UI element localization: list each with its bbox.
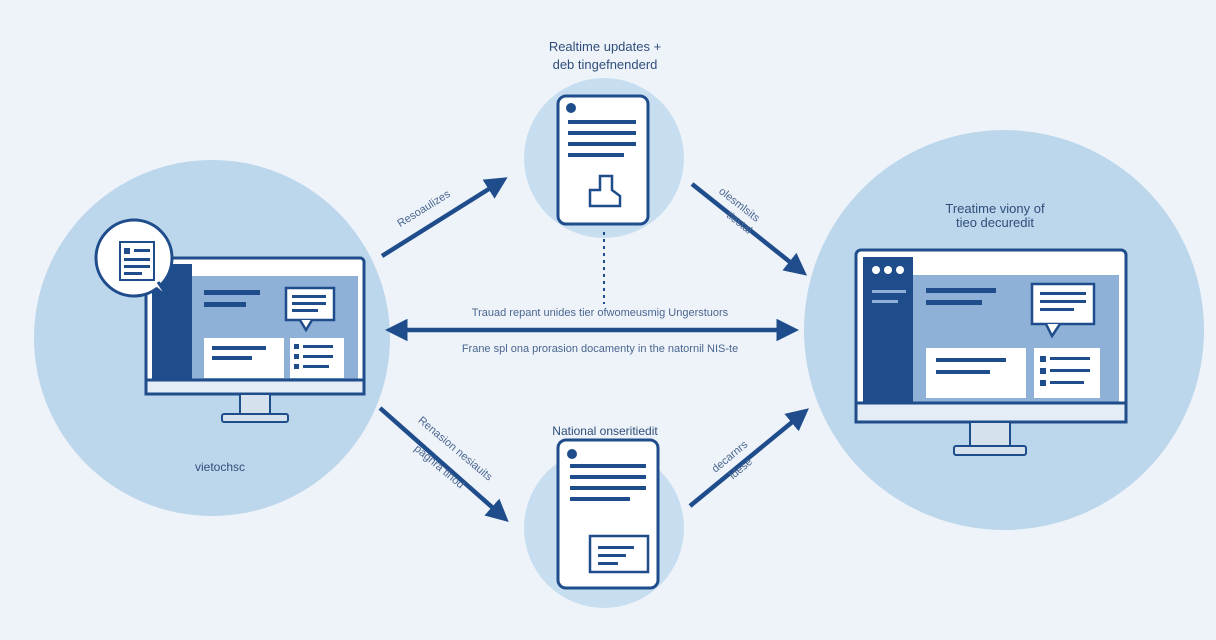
right-title-line2: tieo decuredit: [955, 215, 1035, 230]
top-document-icon: [556, 94, 650, 226]
bottom-title: National onseritiedit: [552, 424, 658, 438]
center-bottom-label: Frane spl ona prorasion docamenty in the…: [461, 343, 739, 355]
left-caption: vietochsc: [194, 460, 246, 474]
checklist-icon: [1040, 356, 1090, 386]
arrow-left-to-top: [380, 177, 508, 258]
top-title-line1: Realtime updates +: [548, 39, 662, 54]
ticket-icon: [588, 534, 650, 574]
bottom-document-icon: [556, 438, 660, 590]
checklist-icon: [294, 344, 333, 369]
center-top-label: Trauad repant unides tier ofwomeusmig Un…: [471, 307, 729, 319]
left-monitor-icon: [144, 256, 366, 423]
arrow-bottom-to-right: [688, 408, 809, 508]
arrow-top-to-right: [690, 182, 808, 276]
chat-bubble-icon: [284, 286, 336, 333]
chat-bubble-icon: [1030, 282, 1096, 339]
upload-icon: [588, 174, 622, 208]
right-title-line1: Treatime viony of: [945, 201, 1045, 216]
arrow-left-to-bottom: [378, 406, 509, 522]
top-title-line2: deb tingefnenderd: [552, 57, 658, 72]
right-monitor-icon: [854, 248, 1128, 456]
document-badge-icon: [94, 218, 174, 302]
